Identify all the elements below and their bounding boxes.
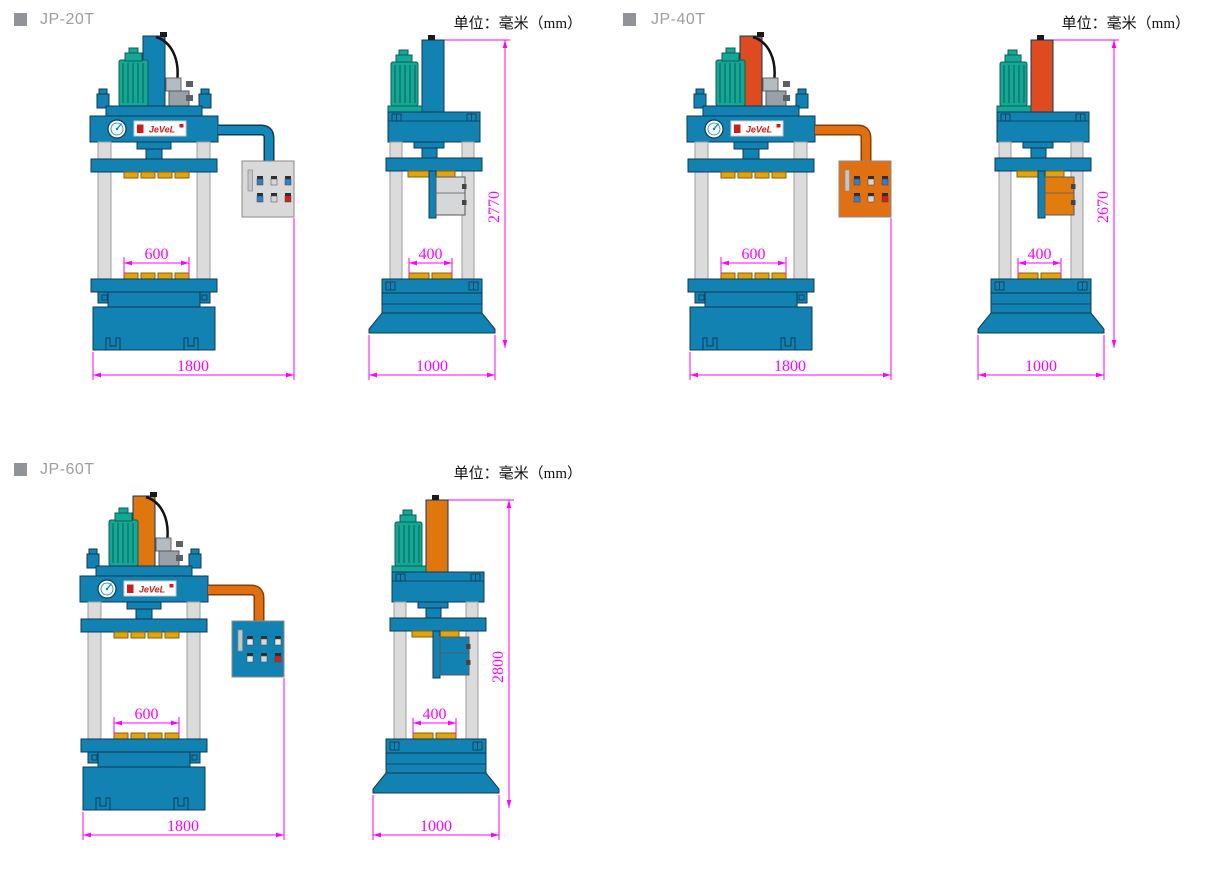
front-view-jp-60t: 600 1800 xyxy=(80,492,310,847)
section-title: JP-20T xyxy=(40,11,95,28)
dim-die-width: 400 xyxy=(1028,246,1052,263)
section-jp-20t: JP-20T 单位：毫米（mm） 600 1800 400 1000 2770 xyxy=(0,0,610,436)
dim-die-width: 400 xyxy=(423,706,447,723)
unit-label: 单位：毫米（mm） xyxy=(1061,16,1190,32)
front-view-jp-20t: 600 1800 xyxy=(90,32,320,387)
side-view-jp-60t: 400 1000 2800 xyxy=(372,494,515,841)
section-jp-40t: JP-40T 单位：毫米（mm） 600 1800 400 1000 2670 xyxy=(610,0,1210,436)
side-view-jp-20t: 400 1000 2770 xyxy=(368,34,511,381)
dim-base-width: 1000 xyxy=(420,818,452,835)
dim-height: 2670 xyxy=(1095,191,1112,223)
dim-die-width: 600 xyxy=(742,246,766,263)
unit-label: 单位：毫米（mm） xyxy=(453,16,582,32)
section-bullet xyxy=(623,13,636,26)
section-title: JP-60T xyxy=(40,461,95,478)
front-view-jp-40t: 600 1800 xyxy=(687,32,917,387)
side-view-jp-40t: 400 1000 2670 xyxy=(977,34,1120,381)
section-jp-60t: JP-60T 单位：毫米（mm） 600 1800 400 1000 2800 xyxy=(0,450,610,876)
dim-base-width: 1000 xyxy=(416,358,448,375)
dim-die-width: 400 xyxy=(419,246,443,263)
dim-base-width: 1800 xyxy=(167,818,199,835)
dim-die-width: 600 xyxy=(135,706,159,723)
section-bullet xyxy=(14,463,27,476)
dim-base-width: 1800 xyxy=(774,358,806,375)
dim-height: 2770 xyxy=(486,191,503,223)
section-title: JP-40T xyxy=(651,11,706,28)
dim-base-width: 1000 xyxy=(1025,358,1057,375)
section-bullet xyxy=(14,13,27,26)
dim-die-width: 600 xyxy=(145,246,169,263)
unit-label: 单位：毫米（mm） xyxy=(453,466,582,482)
dim-height: 2800 xyxy=(490,651,507,683)
dim-base-width: 1800 xyxy=(177,358,209,375)
